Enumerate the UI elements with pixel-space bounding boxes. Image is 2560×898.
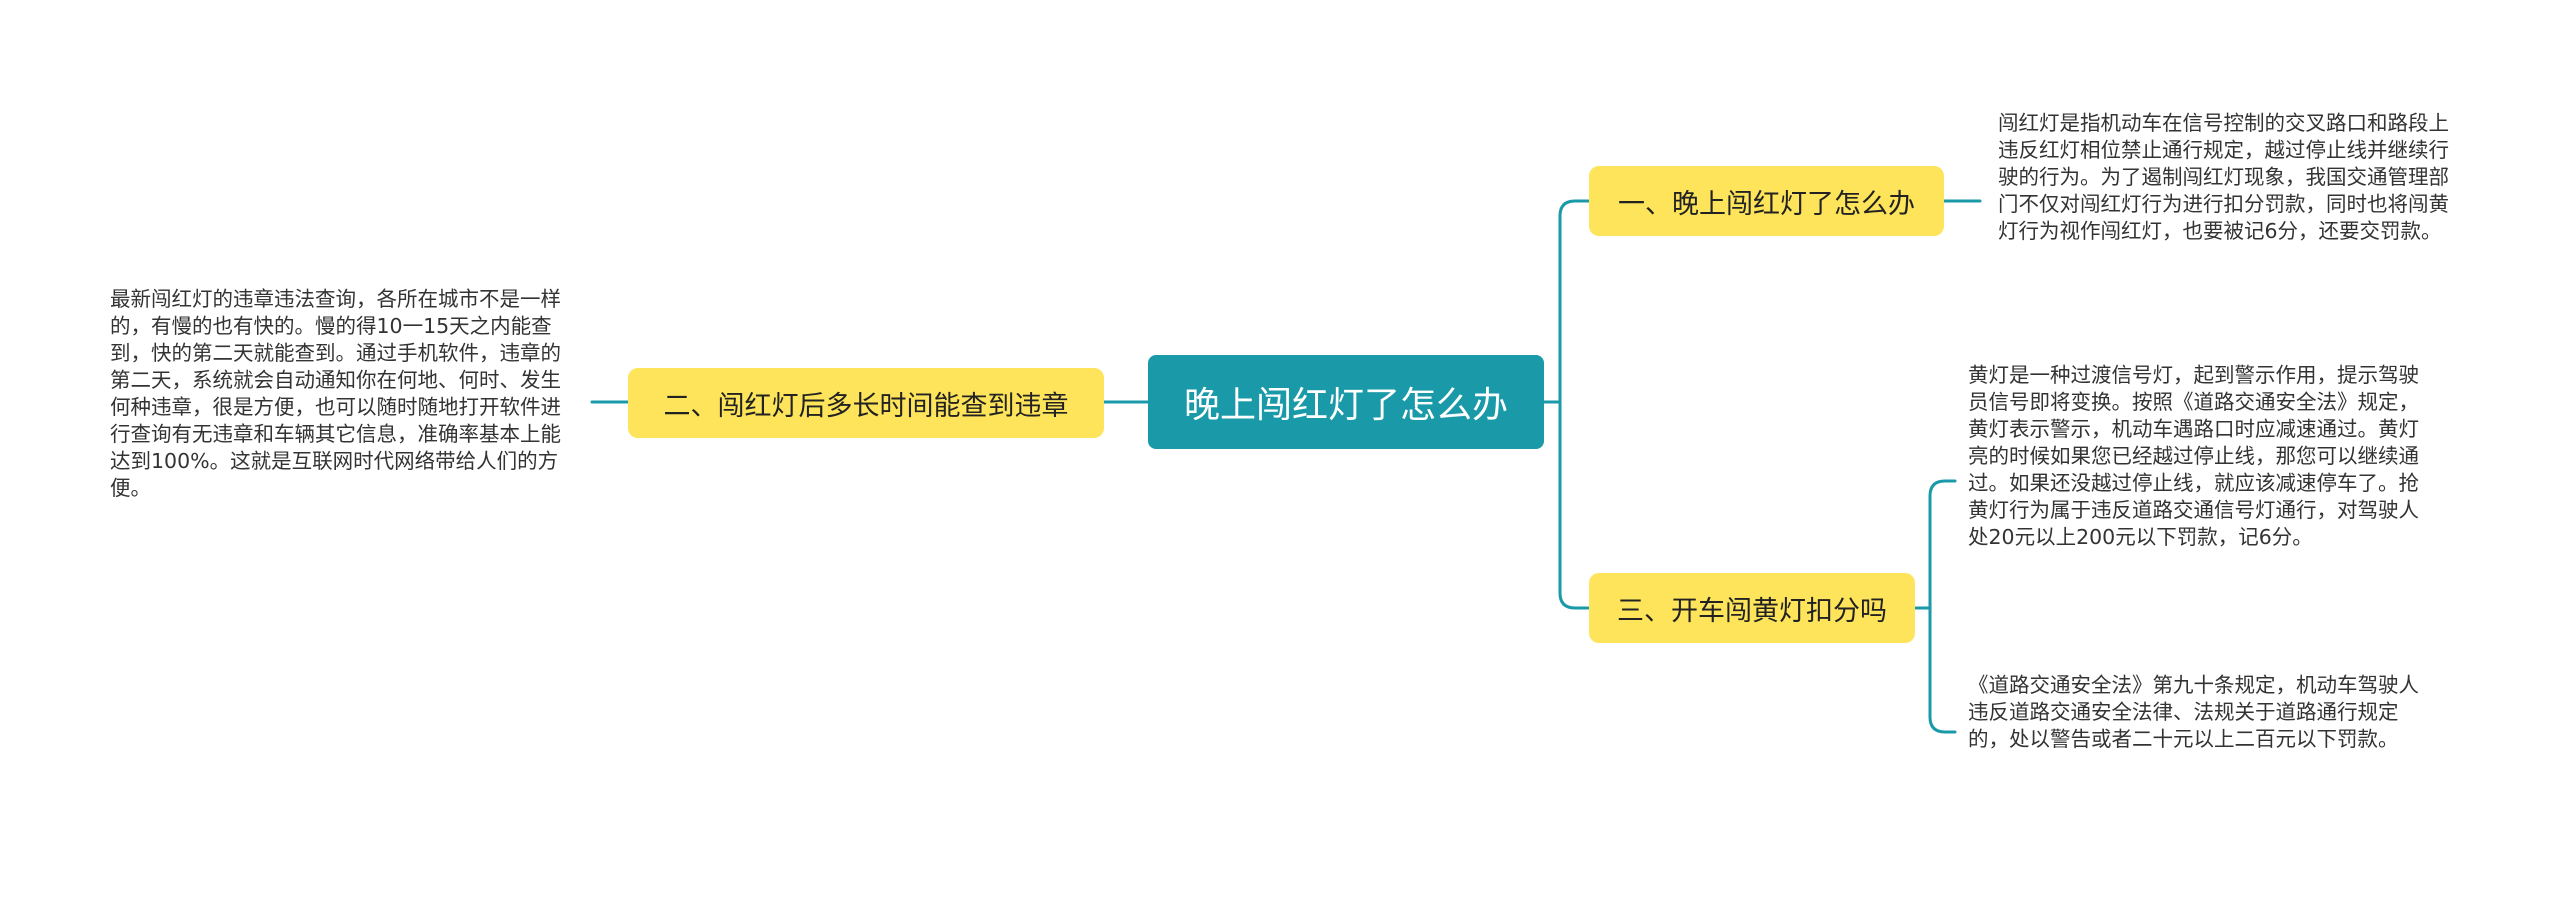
branch-topic-1-label: 一、晚上闯红灯了怎么办 bbox=[1618, 188, 1915, 220]
note-red-light-definition: 闯红灯是指机动车在信号控制的交叉路口和路段上违反红灯相位禁止通行规定，越过停止线… bbox=[1998, 111, 2449, 243]
branch-topic-1[interactable]: 一、晚上闯红灯了怎么办 bbox=[1589, 166, 1944, 236]
note-traffic-law-article-90: 《道路交通安全法》第九十条规定，机动车驾驶人违反道路交通安全法律、法规关于道路通… bbox=[1968, 673, 2419, 751]
branch-topic-3[interactable]: 三、开车闯黄灯扣分吗 bbox=[1589, 573, 1915, 643]
branch-topic-2-label: 二、闯红灯后多长时间能查到违章 bbox=[663, 390, 1069, 422]
root-topic-label: 晚上闯红灯了怎么办 bbox=[1183, 385, 1508, 426]
note-violation-query-time: 最新闯红灯的违章违法查询，各所在城市不是一样的，有慢的也有快的。慢的得10一15… bbox=[110, 287, 561, 500]
connector-branch-1 bbox=[1558, 199, 1591, 404]
branch-topic-2[interactable]: 二、闯红灯后多长时间能查到违章 bbox=[628, 368, 1104, 438]
connector-branch-3 bbox=[1558, 400, 1591, 610]
connector-note-3 bbox=[1928, 479, 1957, 610]
connector-note-4 bbox=[1928, 606, 1957, 734]
branch-topic-3-label: 三、开车闯黄灯扣分吗 bbox=[1617, 595, 1887, 627]
note-yellow-light-rules: 黄灯是一种过渡信号灯，起到警示作用，提示驾驶员信号即将变换。按照《道路交通安全法… bbox=[1968, 363, 2419, 549]
root-topic[interactable]: 晚上闯红灯了怎么办 bbox=[1148, 355, 1544, 449]
